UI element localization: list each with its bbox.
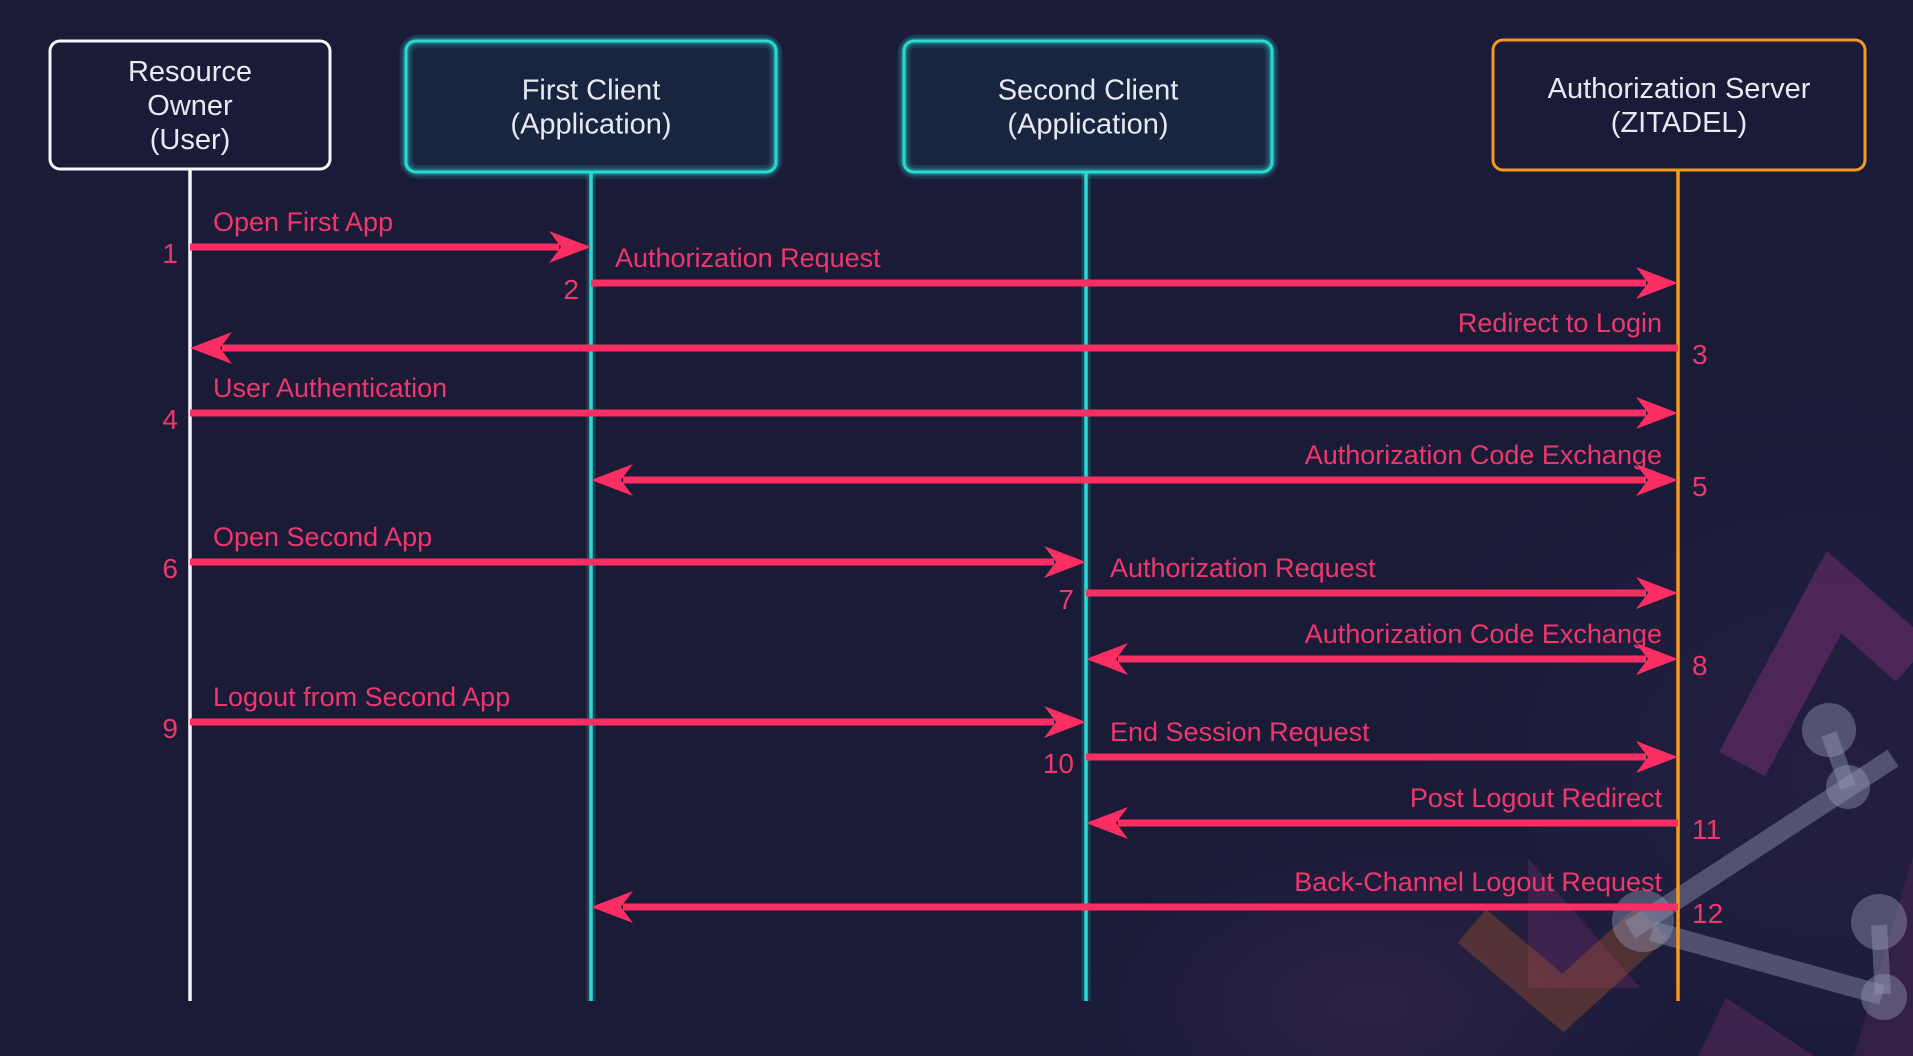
- arrowhead-5: [1636, 464, 1678, 496]
- arrowhead-back-5: [591, 464, 633, 496]
- actor-title-first-client: First Client(Application): [510, 75, 671, 141]
- message-number-9: 9: [162, 713, 178, 744]
- message-number-6: 6: [162, 553, 178, 584]
- message-label-12: Back-Channel Logout Request: [1294, 867, 1662, 897]
- message-12: Back-Channel Logout Request 12: [591, 867, 1723, 929]
- zitadel-logo-watermark: [1457, 550, 1913, 1056]
- message-number-7: 7: [1058, 584, 1074, 615]
- arrowhead-8: [1636, 643, 1678, 675]
- actor-box-resource-owner: [48, 39, 332, 171]
- message-number-1: 1: [162, 238, 178, 269]
- message-label-4: User Authentication: [213, 373, 447, 403]
- message-number-11: 11: [1692, 814, 1721, 845]
- lifelines-layer: [188, 169, 1680, 1001]
- watermark-purple-triangle: [1854, 856, 1913, 1056]
- actor-title-line: (ZITADEL): [1611, 107, 1747, 139]
- watermark-purple-chevron: [1719, 550, 1913, 777]
- message-number-12: 12: [1692, 898, 1723, 929]
- arrowhead-4: [1636, 397, 1678, 429]
- message-label-10: End Session Request: [1110, 717, 1370, 747]
- message-label-6: Open Second App: [213, 522, 432, 552]
- message-number-8: 8: [1692, 650, 1708, 681]
- message-number-4: 4: [162, 404, 178, 435]
- message-number-3: 3: [1692, 339, 1708, 370]
- actor-title-line: (Application): [510, 109, 671, 141]
- message-label-1: Open First App: [213, 207, 393, 237]
- actor-title-line: (User): [150, 124, 231, 156]
- message-label-8: Authorization Code Exchange: [1305, 619, 1662, 649]
- message-label-7: Authorization Request: [1110, 553, 1376, 583]
- message-label-3: Redirect to Login: [1458, 308, 1662, 338]
- message-11: Post Logout Redirect 11: [1086, 783, 1721, 845]
- arrowhead-10: [1636, 741, 1678, 773]
- message-label-9: Logout from Second App: [213, 682, 510, 712]
- message-6: Open Second App 6: [162, 522, 1086, 584]
- actor-box-first-client: [404, 39, 778, 174]
- actor-title-second-client: Second Client(Application): [998, 75, 1179, 141]
- watermark-purple-triangle: [1698, 998, 1814, 1056]
- arrowhead-11: [1086, 807, 1128, 839]
- message-1: Open First App 1: [162, 207, 591, 269]
- arrowhead-12: [591, 891, 633, 923]
- message-label-5: Authorization Code Exchange: [1305, 440, 1662, 470]
- message-4: User Authentication 4: [162, 373, 1678, 435]
- watermark-orange-chevron: [1457, 905, 1667, 1033]
- message-2: Authorization Request 2: [563, 243, 1678, 305]
- arrowhead-1: [549, 231, 591, 263]
- actor-title-line: First Client: [522, 75, 661, 107]
- message-5: Authorization Code Exchange 5: [591, 440, 1708, 502]
- actor-title-line: Authorization Server: [1548, 73, 1811, 105]
- arrowhead-9: [1044, 706, 1086, 738]
- actor-box-authorization-server: [1491, 38, 1867, 172]
- message-8: Authorization Code Exchange 8: [1086, 619, 1708, 681]
- arrowhead-2: [1636, 267, 1678, 299]
- message-3: Redirect to Login 3: [190, 308, 1708, 370]
- message-label-2: Authorization Request: [615, 243, 881, 273]
- watermark-purple-triangle: [1528, 858, 1640, 988]
- message-9: Logout from Second App 9: [162, 682, 1086, 744]
- actor-box-second-client: [902, 39, 1274, 174]
- message-7: Authorization Request 7: [1058, 553, 1678, 615]
- arrowhead-3: [190, 332, 232, 364]
- arrowhead-6: [1044, 546, 1086, 578]
- message-label-11: Post Logout Redirect: [1410, 783, 1663, 813]
- message-number-10: 10: [1043, 748, 1074, 779]
- message-10: End Session Request 10: [1043, 717, 1678, 779]
- message-number-2: 2: [563, 274, 579, 305]
- watermark-node-circles: [1612, 703, 1907, 1020]
- actor-title-line: Resource: [128, 56, 252, 88]
- watermark-node-network: [1624, 731, 1899, 1005]
- arrowhead-7: [1636, 577, 1678, 609]
- message-number-5: 5: [1692, 471, 1708, 502]
- actor-title-line: Second Client: [998, 75, 1179, 107]
- arrowhead-back-8: [1086, 643, 1128, 675]
- actor-title-line: Owner: [147, 90, 233, 122]
- actor-title-line: (Application): [1007, 109, 1168, 141]
- actor-title-authorization-server: Authorization Server(ZITADEL): [1548, 73, 1811, 139]
